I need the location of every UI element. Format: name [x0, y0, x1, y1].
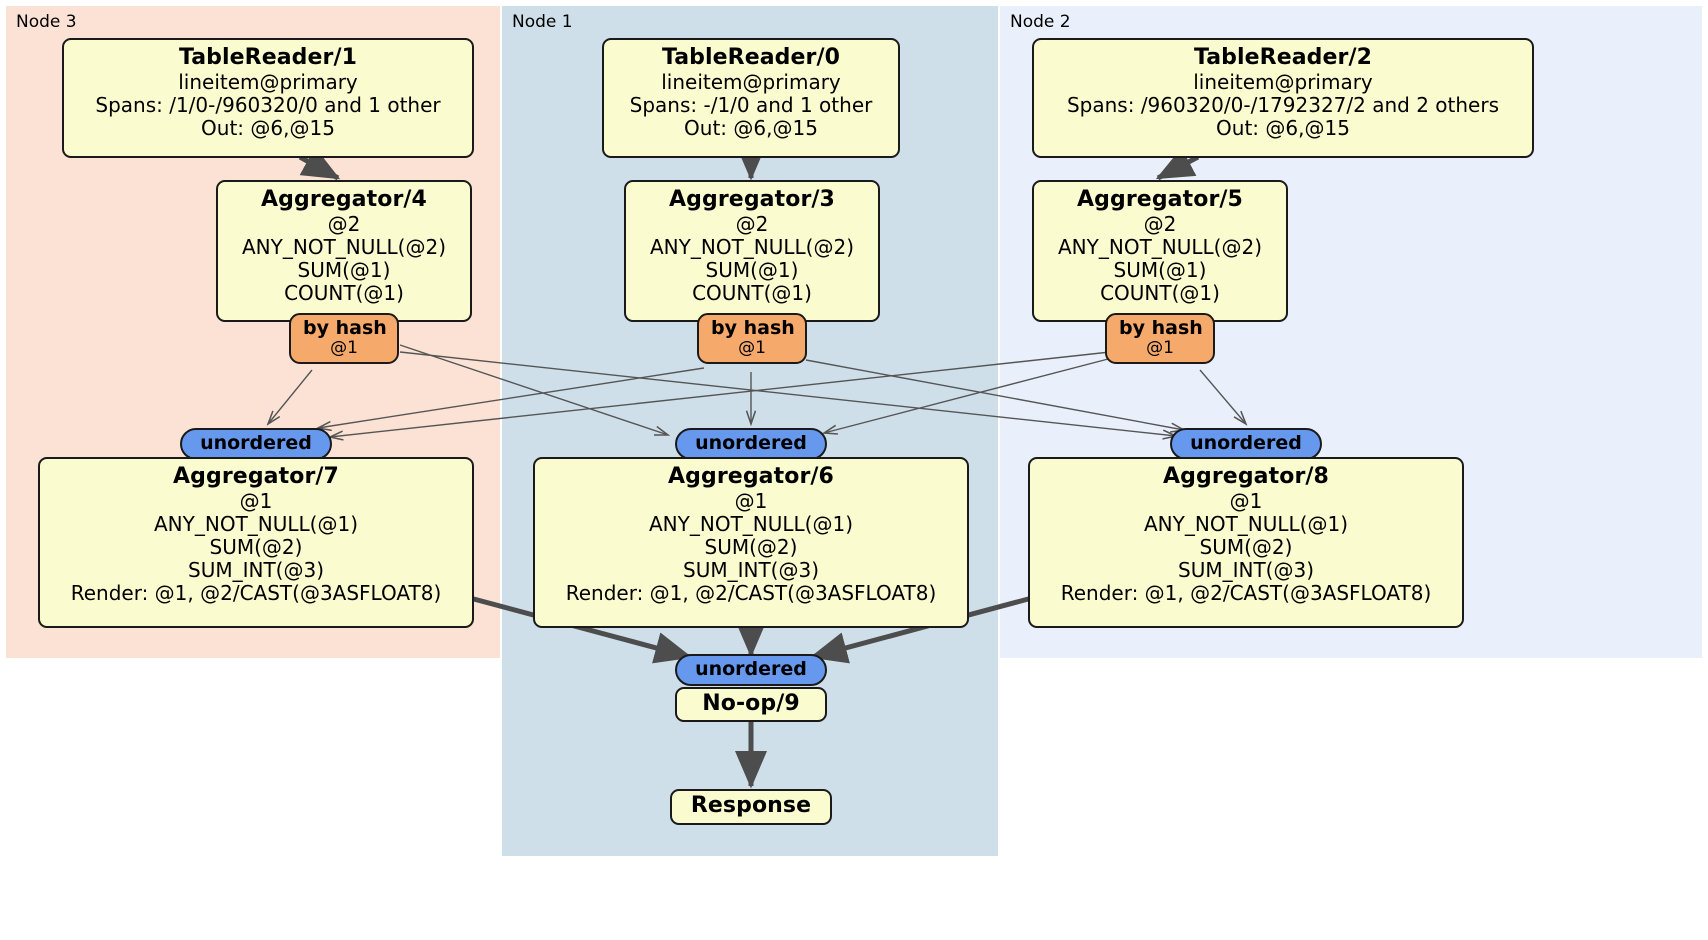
processor-line: SUM_INT(@3): [683, 558, 819, 583]
processor-line: @2: [735, 211, 769, 236]
processor-line: lineitem@primary: [661, 69, 841, 94]
processor-line: ANY_NOT_NULL(@2): [1058, 234, 1262, 259]
processor-line: Spans: /960320/0-/1792327/2 and 2 others: [1066, 92, 1499, 117]
processor-line: @1: [734, 488, 768, 513]
node-panel-label-node2: Node 2: [1010, 12, 1071, 32]
processor-table-reader-1[interactable]: TableReader/1 lineitem@primary Spans: /1…: [62, 38, 474, 158]
processor-title: Aggregator/4: [261, 187, 427, 212]
processor-title: Response: [690, 793, 812, 818]
hash-router-column: @1: [738, 337, 766, 358]
processor-aggregator-8[interactable]: Aggregator/8 @1 ANY_NOT_NULL(@1) SUM(@2)…: [1028, 457, 1464, 628]
ordering-badge-unordered-left[interactable]: unordered: [180, 428, 332, 460]
processor-title: No-op/9: [702, 691, 800, 716]
processor-line: Spans: /1/0-/960320/0 and 1 other: [95, 92, 441, 117]
processor-line: Out: @6,@15: [684, 115, 818, 140]
processor-response[interactable]: Response: [670, 789, 832, 825]
processor-title: TableReader/1: [178, 45, 358, 70]
hash-router-badge-left[interactable]: by hash @1: [289, 313, 399, 364]
processor-line: SUM(@1): [297, 257, 391, 282]
processor-line: ANY_NOT_NULL(@1): [154, 511, 358, 536]
processor-line: SUM(@2): [704, 534, 798, 559]
processor-aggregator-6[interactable]: Aggregator/6 @1 ANY_NOT_NULL(@1) SUM(@2)…: [533, 457, 969, 628]
processor-line: ANY_NOT_NULL(@1): [649, 511, 853, 536]
processor-line: Render: @1, @2/CAST(@3ASFLOAT8): [1060, 581, 1432, 606]
processor-line: @2: [1143, 211, 1177, 236]
ordering-badge-unordered-final[interactable]: unordered: [675, 654, 827, 686]
processor-line: @1: [1229, 488, 1263, 513]
processor-line: ANY_NOT_NULL(@2): [242, 234, 446, 259]
processor-line: SUM(@2): [1199, 534, 1293, 559]
hash-router-title: by hash: [303, 317, 387, 339]
processor-line: Spans: -/1/0 and 1 other: [629, 92, 873, 117]
processor-line: COUNT(@1): [692, 281, 812, 306]
node-panel-label-node1: Node 1: [512, 12, 573, 32]
processor-line: ANY_NOT_NULL(@1): [1144, 511, 1348, 536]
hash-router-column: @1: [1146, 337, 1174, 358]
processor-title: Aggregator/6: [668, 464, 834, 489]
processor-title: TableReader/2: [1193, 45, 1373, 70]
processor-line: ANY_NOT_NULL(@2): [650, 234, 854, 259]
hash-router-column: @1: [330, 337, 358, 358]
hash-router-badge-right[interactable]: by hash @1: [1105, 313, 1215, 364]
processor-title: Aggregator/7: [173, 464, 339, 489]
processor-line: Render: @1, @2/CAST(@3ASFLOAT8): [565, 581, 937, 606]
processor-line: lineitem@primary: [1193, 69, 1373, 94]
processor-line: COUNT(@1): [284, 281, 404, 306]
processor-aggregator-4[interactable]: Aggregator/4 @2 ANY_NOT_NULL(@2) SUM(@1)…: [216, 180, 472, 322]
processor-noop-9[interactable]: No-op/9: [675, 687, 827, 722]
processor-table-reader-2[interactable]: TableReader/2 lineitem@primary Spans: /9…: [1032, 38, 1534, 158]
ordering-badge-unordered-right[interactable]: unordered: [1170, 428, 1322, 460]
processor-line: SUM(@1): [705, 257, 799, 282]
processor-table-reader-0[interactable]: TableReader/0 lineitem@primary Spans: -/…: [602, 38, 900, 158]
processor-aggregator-5[interactable]: Aggregator/5 @2 ANY_NOT_NULL(@2) SUM(@1)…: [1032, 180, 1288, 322]
processor-line: lineitem@primary: [178, 69, 358, 94]
ordering-badge-unordered-center[interactable]: unordered: [675, 428, 827, 460]
processor-line: SUM_INT(@3): [1178, 558, 1314, 583]
node-panel-label-node3: Node 3: [16, 12, 77, 32]
processor-title: Aggregator/5: [1077, 187, 1243, 212]
processor-aggregator-7[interactable]: Aggregator/7 @1 ANY_NOT_NULL(@1) SUM(@2)…: [38, 457, 474, 628]
processor-title: Aggregator/3: [669, 187, 835, 212]
processor-line: Out: @6,@15: [1216, 115, 1350, 140]
processor-line: @2: [327, 211, 361, 236]
processor-line: @1: [239, 488, 273, 513]
processor-line: SUM(@2): [209, 534, 303, 559]
processor-line: SUM_INT(@3): [188, 558, 324, 583]
processor-title: TableReader/0: [661, 45, 841, 70]
processor-title: Aggregator/8: [1163, 464, 1329, 489]
processor-line: COUNT(@1): [1100, 281, 1220, 306]
processor-line: SUM(@1): [1113, 257, 1207, 282]
hash-router-title: by hash: [711, 317, 795, 339]
hash-router-badge-center[interactable]: by hash @1: [697, 313, 807, 364]
processor-aggregator-3[interactable]: Aggregator/3 @2 ANY_NOT_NULL(@2) SUM(@1)…: [624, 180, 880, 322]
processor-line: Render: @1, @2/CAST(@3ASFLOAT8): [70, 581, 442, 606]
processor-line: Out: @6,@15: [201, 115, 335, 140]
hash-router-title: by hash: [1119, 317, 1203, 339]
